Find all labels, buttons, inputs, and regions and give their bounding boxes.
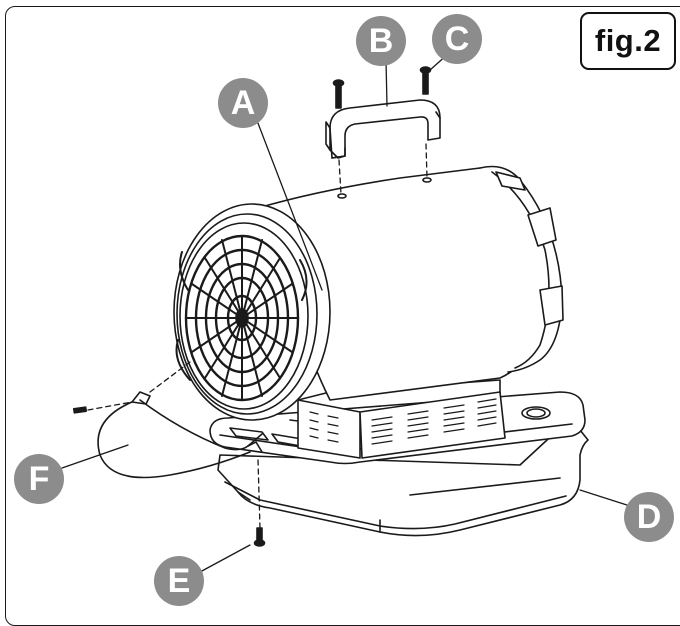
front-grille — [173, 203, 331, 421]
callout-b: B — [356, 16, 406, 66]
assembly-diagram: fig.2 A B C D E F — [5, 6, 680, 626]
cylinder-body — [257, 165, 564, 401]
figure-label: fig.2 — [580, 12, 676, 70]
guard-clip-drawing — [72, 391, 263, 479]
callout-e: E — [154, 556, 204, 606]
base-screw-drawing — [253, 527, 266, 547]
callout-a: A — [218, 78, 268, 128]
callout-d: D — [624, 492, 674, 542]
handle-drawing — [325, 99, 441, 159]
callout-c: C — [432, 14, 482, 64]
handle-screws-drawing — [332, 66, 432, 109]
blower-illustration — [61, 53, 631, 573]
callout-f: F — [14, 454, 64, 504]
